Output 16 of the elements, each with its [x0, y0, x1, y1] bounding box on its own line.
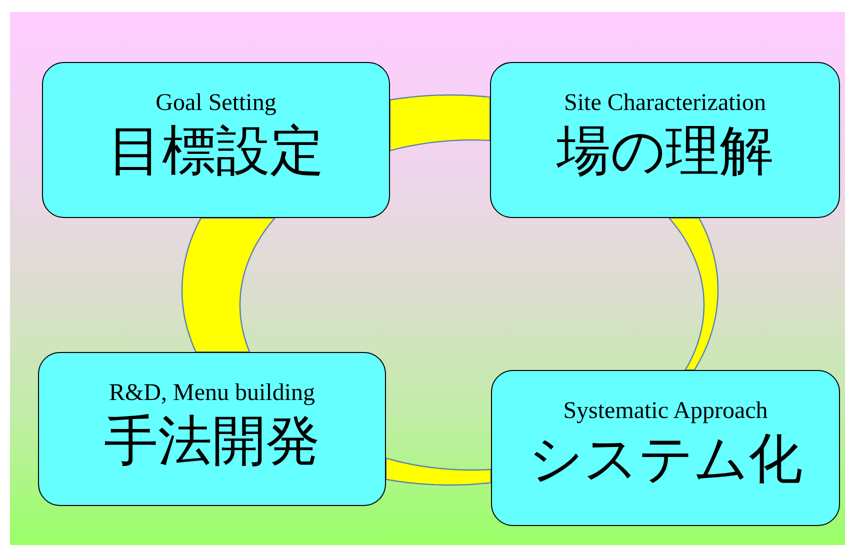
english-title: R&D, Menu building — [108, 379, 315, 407]
english-title: Site Characterization — [564, 89, 766, 117]
rounded-box — [42, 62, 390, 218]
ring-segment — [181, 217, 276, 353]
ring-segment — [385, 457, 492, 486]
japanese-title: 手法開発 — [104, 409, 320, 473]
japanese-title: 目標設定 — [108, 119, 324, 183]
rounded-box — [491, 370, 840, 526]
japanese-title: 場の理解 — [556, 119, 774, 183]
japanese-title: システム化 — [528, 427, 802, 491]
rounded-box — [38, 352, 386, 506]
rounded-box — [490, 62, 840, 218]
ring-segment — [389, 94, 491, 152]
english-title: Systematic Approach — [563, 397, 768, 425]
english-title: Goal Setting — [156, 89, 276, 117]
ring-segment — [668, 217, 719, 371]
